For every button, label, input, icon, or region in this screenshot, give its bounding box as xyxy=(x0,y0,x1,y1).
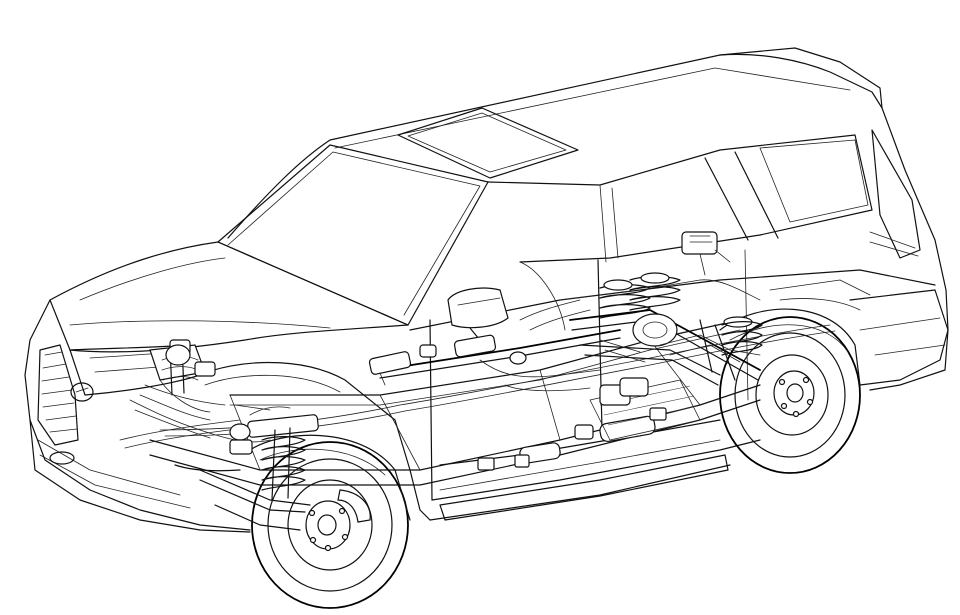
front-suspension xyxy=(119,339,319,531)
rear-suspension xyxy=(519,231,763,386)
emblem-icon xyxy=(70,382,94,402)
vehicle-body xyxy=(24,47,949,533)
rear-right-spring xyxy=(721,316,763,356)
front-wheel xyxy=(249,434,411,609)
chassis-frame xyxy=(149,319,836,486)
interior-outline xyxy=(479,261,871,392)
